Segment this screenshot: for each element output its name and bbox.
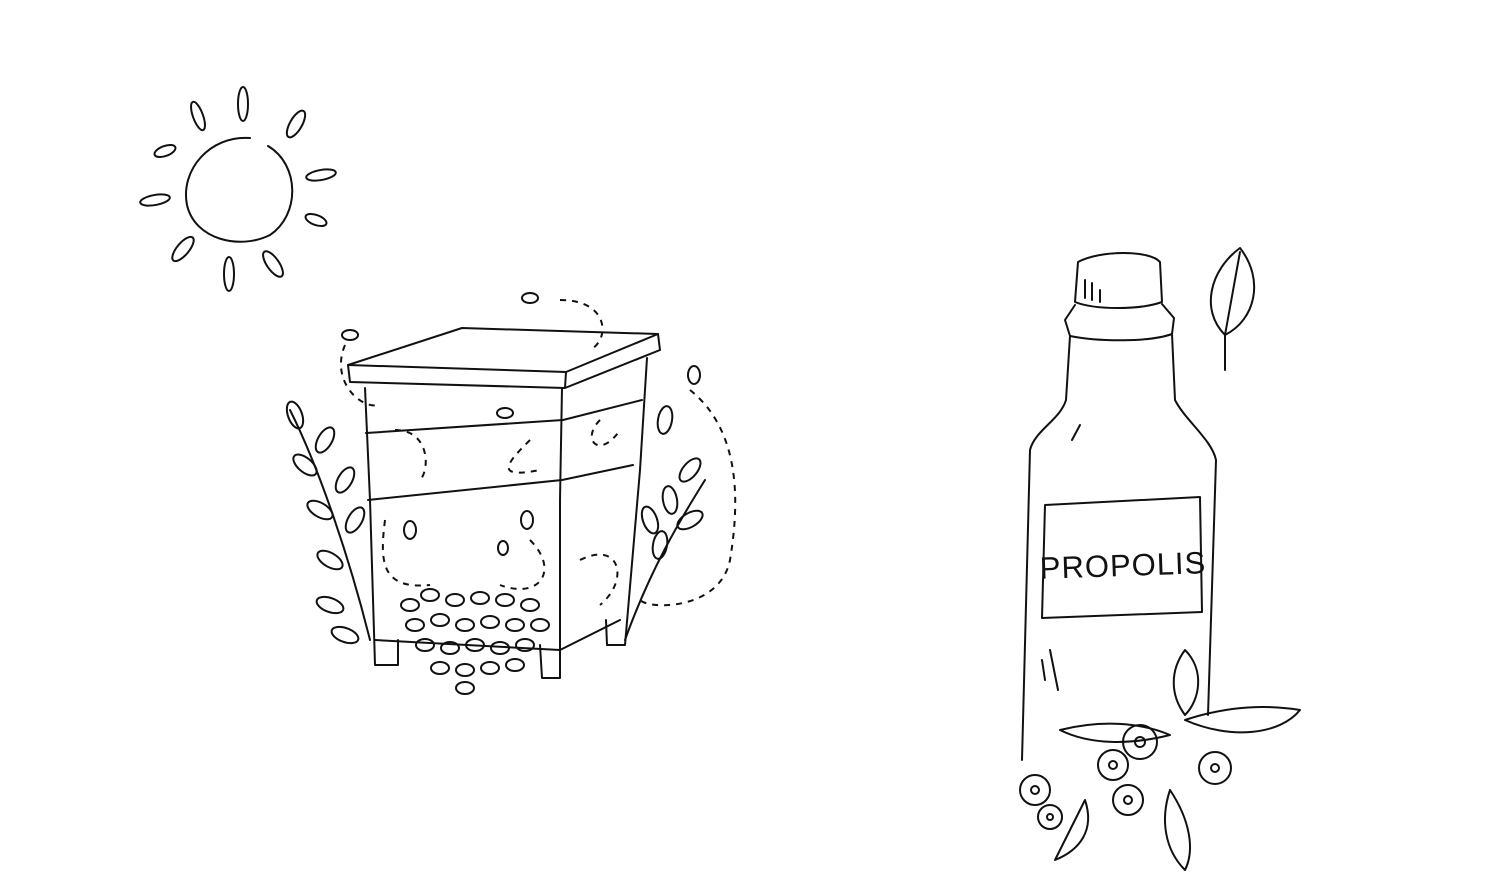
propolis-bottle: PROPOLIS (1019, 247, 1301, 871)
plant-right (624, 405, 706, 641)
sun-icon (139, 86, 337, 292)
bee-swarm (400, 588, 550, 695)
leaf-icon (1209, 247, 1256, 371)
plant-left (285, 400, 371, 645)
flowers (1019, 649, 1301, 871)
bottle-label-text: PROPOLIS (1039, 545, 1207, 586)
beehive-icon (285, 292, 737, 695)
bottle-label (1041, 496, 1203, 619)
